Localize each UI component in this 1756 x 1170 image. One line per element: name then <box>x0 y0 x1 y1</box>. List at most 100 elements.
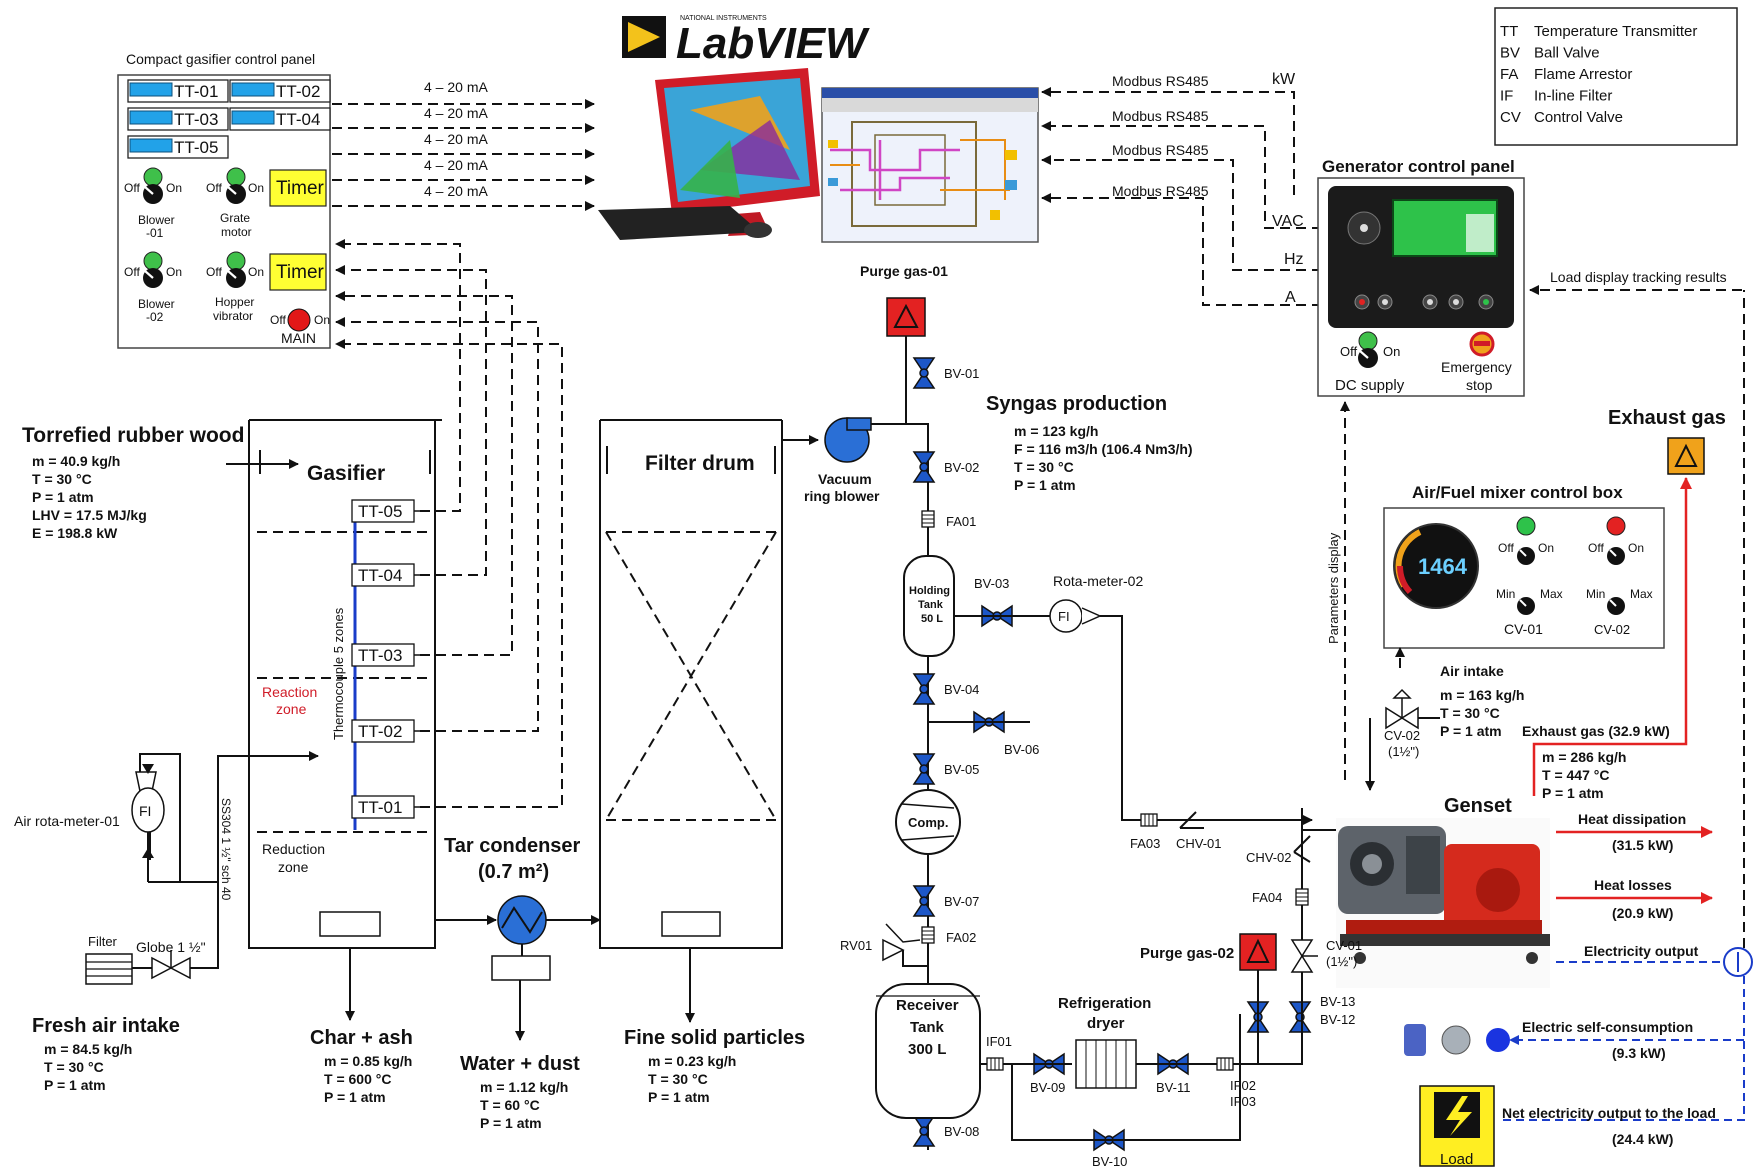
flow-display: 1464 <box>1418 554 1468 579</box>
vibrator-label: vibrator <box>213 309 253 323</box>
genset-title: Genset <box>1444 795 1512 817</box>
fa04-icon <box>1296 889 1308 905</box>
water-dust-title: Water + dust <box>460 1053 580 1075</box>
reaction-zone-label-2: zone <box>276 701 307 717</box>
air-fuel-mixer-box: Air/Fuel mixer control box 1464 OffOnMin… <box>1384 483 1664 648</box>
thermocouple-label: Thermocouple 5 zones <box>331 607 346 740</box>
bv09-label: BV-09 <box>1030 1080 1065 1095</box>
bv04-icon[interactable] <box>914 674 934 704</box>
fi-label-2: FI <box>1058 609 1070 624</box>
air-lines-line: m = 163 kg/h <box>1440 687 1524 703</box>
timer-1[interactable]: Timer <box>270 170 326 206</box>
net-output-label: Net electricity output to the load <box>1502 1105 1716 1121</box>
cv02-label: CV-02 <box>1384 728 1420 743</box>
load-box: Load <box>1420 1086 1494 1168</box>
genset: Genset <box>1336 795 1550 988</box>
holding-tank-label: Holding <box>909 585 950 597</box>
char-title: Char + ash <box>310 1027 413 1049</box>
modbus-signal-lines: Modbus RS485 Modbus RS485 Modbus RS485 M… <box>1042 71 1322 306</box>
globe-valve-label: Globe 1 ½" <box>136 939 206 955</box>
heat-dissipation-value: (31.5 kW) <box>1612 837 1673 853</box>
off-label: Off <box>206 181 222 195</box>
rv01-label: RV01 <box>840 938 872 953</box>
fresh-air-title: Fresh air intake <box>32 1015 180 1037</box>
hopper-label: Hopper <box>215 295 254 309</box>
blower-02-num: -02 <box>146 310 164 324</box>
bv02-icon[interactable] <box>914 452 934 482</box>
off-label: Off <box>1340 344 1357 359</box>
bv07-icon[interactable] <box>914 886 934 916</box>
pump-icon <box>1404 1024 1426 1056</box>
chv02-label: CHV-02 <box>1246 850 1292 865</box>
syngas-lines-line: T = 30 °C <box>1014 459 1074 475</box>
gasifier-tt-label: TT-01 <box>358 798 402 817</box>
gasifier-vessel: Gasifier Reaction zone Reduction zone Th… <box>219 420 442 1020</box>
bv12-icon[interactable] <box>1290 1002 1310 1032</box>
tt-display-label: TT-02 <box>276 82 320 101</box>
fa02-label: FA02 <box>946 930 976 945</box>
fa01-label: FA01 <box>946 514 976 529</box>
off-label: Off <box>206 265 222 279</box>
tt-display-label: TT-04 <box>276 110 320 129</box>
refrigeration-dryer: Refrigeration dryer <box>1058 995 1151 1088</box>
cv02-box-label: CV-02 <box>1594 622 1630 637</box>
modbus-label-3: Modbus RS485 <box>1112 142 1209 158</box>
computer-icon <box>598 68 820 240</box>
hz-label: Hz <box>1284 251 1304 268</box>
bv05-label: BV-05 <box>944 762 979 777</box>
tank-label: Tank <box>918 599 944 611</box>
heat-dissipation-label: Heat dissipation <box>1578 811 1686 827</box>
feed-lines-line: m = 40.9 kg/h <box>32 453 120 469</box>
tt-display-label: TT-03 <box>174 110 218 129</box>
fresh-lines-line: T = 30 °C <box>44 1059 104 1075</box>
self-consumption-label: Electric self-consumption <box>1522 1019 1693 1035</box>
cv02-size: (1½") <box>1388 744 1419 759</box>
ma-label: 4 – 20 mA <box>424 131 488 147</box>
ma-label: 4 – 20 mA <box>424 79 488 95</box>
fresh-lines-line: m = 84.5 kg/h <box>44 1041 132 1057</box>
legend-code: IF <box>1500 88 1513 105</box>
bv01-icon[interactable] <box>914 358 934 388</box>
ma-label: 4 – 20 mA <box>424 157 488 173</box>
bv08-icon[interactable] <box>914 1116 934 1146</box>
fines-title: Fine solid particles <box>624 1027 805 1049</box>
tt-display: TT-01 <box>128 80 228 102</box>
syngas-production: Syngas production m = 123 kg/hF = 116 m3… <box>986 393 1193 493</box>
on-label: On <box>248 265 264 279</box>
on-label: On <box>166 265 182 279</box>
reduction-zone-label-2: zone <box>278 859 309 875</box>
genset-feed <box>1302 808 1340 850</box>
legend: TTTemperature TransmitterBVBall ValveFAF… <box>1495 8 1737 145</box>
load-label: Load <box>1440 1151 1473 1168</box>
gasifier-control-panel: Compact gasifier control panel TT-01TT-0… <box>118 51 330 348</box>
on-label: On <box>1628 541 1644 555</box>
analog-signal-lines: 4 – 20 mA4 – 20 mA4 – 20 mA4 – 20 mA4 – … <box>332 79 594 807</box>
kw-label: kW <box>1272 71 1296 88</box>
blower-label: Vacuum <box>818 471 872 487</box>
on-label: On <box>1383 344 1400 359</box>
cv01-box-label: CV-01 <box>1504 621 1543 637</box>
cv-02-valve: CV-02 (1½") <box>1370 690 1440 790</box>
syngas-lines-line: P = 1 atm <box>1014 477 1076 493</box>
filter-drum: Filter drum Fine solid particles m = 0.2… <box>600 420 805 1105</box>
feed-stream: Torrefied rubber wood m = 40.9 kg/hT = 3… <box>22 424 298 541</box>
dc-supply-label: DC supply <box>1335 377 1405 394</box>
generator-control-panel: Generator control panel Off On DC supply… <box>1318 157 1524 396</box>
labview-block-diagram <box>822 88 1038 242</box>
air-intake-title: Air intake <box>1440 663 1504 679</box>
bv05-icon[interactable] <box>914 754 934 784</box>
on-label: On <box>248 181 264 195</box>
exhaust-title: Exhaust gas <box>1608 407 1726 429</box>
off-label: Off <box>1588 541 1604 555</box>
cv01-label: CV-01 <box>1326 938 1362 953</box>
bv07-label: BV-07 <box>944 894 979 909</box>
mixer-title: Air/Fuel mixer control box <box>1412 483 1623 502</box>
compressor: Comp. <box>896 790 960 854</box>
main-label: MAIN <box>281 330 316 346</box>
vacuum-ring-blower: Vacuum ring blower <box>804 418 880 504</box>
legend-desc: Flame Arrestor <box>1534 66 1632 83</box>
feed-lines-line: LHV = 17.5 MJ/kg <box>32 507 147 523</box>
generator-panel-title: Generator control panel <box>1322 157 1515 176</box>
pipe-spec-label: SS304 1 ½" sch 40 <box>219 798 233 901</box>
timer-2[interactable]: Timer <box>270 254 326 290</box>
